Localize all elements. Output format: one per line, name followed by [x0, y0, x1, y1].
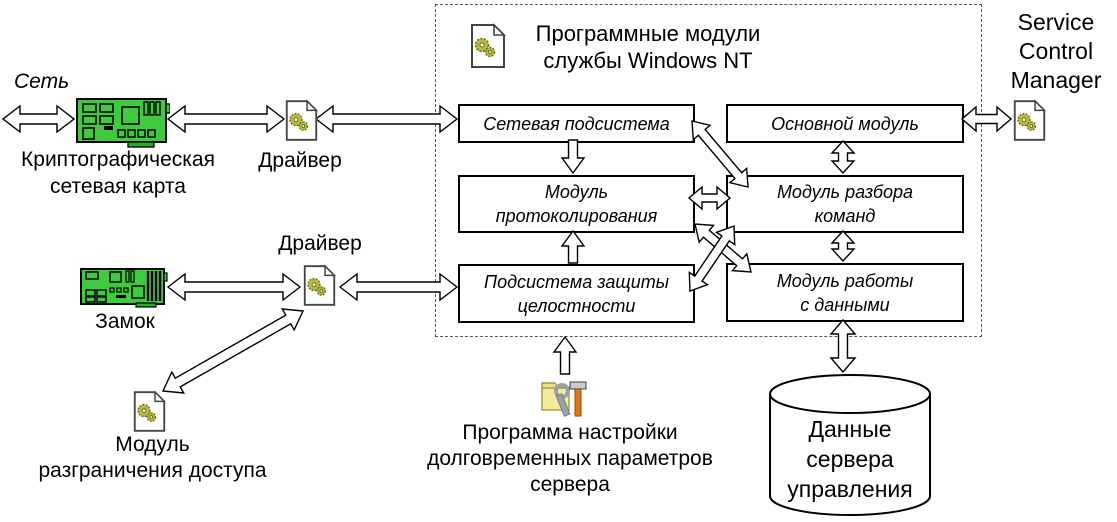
crypto-card-label: Криптографическая сетевая карта [21, 148, 215, 198]
scm-label: Service Control Manager [1010, 9, 1102, 93]
module-label: Основной модуль [771, 113, 919, 134]
access-module-label: Модуль разграничения доступа [38, 433, 267, 482]
group-title: Программные модули службы Windows NT [535, 21, 761, 73]
module-box-data: Модуль работы с данными [726, 263, 964, 322]
module-label: Модуль разбора команд [776, 182, 914, 226]
arrow [552, 335, 578, 375]
driver-top-label: Драйвер [258, 149, 342, 172]
module-box-integrity: Подсистема защиты целостности [458, 264, 695, 323]
lock-card-icon [80, 268, 168, 308]
settings-tools-icon [541, 381, 587, 417]
module-box-logging: Модуль протоколирования [458, 175, 695, 233]
double-headed-arrow [1, 104, 76, 134]
driver-bottom-label: Драйвер [278, 232, 362, 255]
module-label: Модуль протоколирования [495, 182, 658, 226]
database-label: Данные сервера управления [787, 416, 913, 502]
driver-file-icon [303, 264, 337, 306]
double-headed-arrow [166, 272, 302, 302]
module-box-command-parser: Модуль разбора команд [726, 175, 964, 233]
double-headed-arrow [166, 104, 286, 134]
access-module-file-icon [133, 390, 167, 432]
driver-file-icon [285, 99, 319, 141]
module-label: Сетевая подсистема [483, 113, 670, 134]
double-headed-arrow [161, 308, 305, 394]
network-card-icon [76, 98, 170, 148]
module-label: Подсистема защиты целостности [484, 271, 669, 316]
module-label: Модуль работы с данными [776, 270, 914, 315]
service-modules-file-icon [471, 23, 506, 68]
lock-card-label: Замок [95, 310, 155, 333]
config-tool-label: Программа настройки долговременных парам… [427, 421, 713, 496]
scm-file-icon [1013, 99, 1047, 141]
module-box-main-module: Основной модуль [726, 104, 964, 143]
network-label: Сеть [14, 70, 70, 93]
database-cylinder-top [769, 374, 931, 414]
windows-nt-service-group-frame [435, 4, 982, 337]
module-box-network-subsystem: Сетевая подсистема [458, 104, 695, 143]
